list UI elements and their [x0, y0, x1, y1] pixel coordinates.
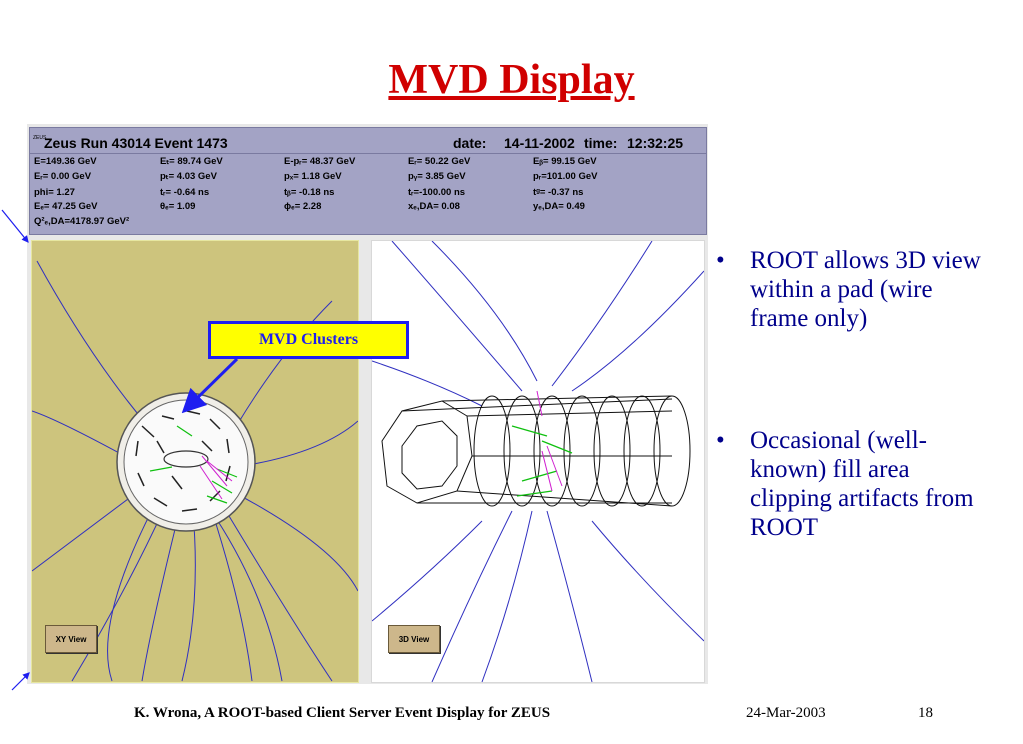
time-value: 12:32:25: [627, 135, 684, 151]
xy-view-drawing: [32, 260, 358, 682]
value-ef: Eᵣ= 50.22 GeV: [408, 156, 471, 167]
edge-arrow-top: [1, 209, 29, 243]
value-ee: Eₑ= 47.25 GeV: [34, 201, 98, 212]
value-phi: phi= 1.27: [34, 187, 75, 198]
xy-view-pad[interactable]: XY View: [31, 240, 359, 683]
value-px: pₓ= 1.18 GeV: [284, 171, 342, 182]
value-x: xₑ,DA= 0.08: [408, 201, 460, 212]
value-pz: pᵣ=101.00 GeV: [533, 171, 598, 182]
header-divider: [30, 153, 706, 154]
bullet-item-1: • ROOT allows 3D view within a pad (wire…: [716, 246, 996, 333]
time-label: time:: [584, 135, 618, 151]
footer-page-number: 18: [918, 705, 933, 721]
threed-view-drawing: [372, 241, 704, 682]
value-tg: tᵍ= -0.37 ns: [533, 187, 584, 198]
value-q2: Q²ₑ,DA=4178.97 GeV²: [34, 216, 130, 227]
value-y: yₑ,DA= 0.49: [533, 201, 585, 212]
value-phie: ϕₑ= 2.28: [284, 201, 322, 212]
value-pt: pₜ= 4.03 GeV: [160, 171, 217, 182]
mvd-clusters-callout: MVD Clusters: [208, 321, 409, 359]
value-et: Eₜ= 89.74 GeV: [160, 156, 223, 167]
event-info-panel: ZEUS Zeus Run 43014 Event 1473 date: 14-…: [29, 127, 707, 235]
value-tr: tᵣ= -0.64 ns: [160, 187, 210, 198]
value-tf: tᵣ=-100.00 ns: [408, 187, 466, 198]
slide-title: MVD Display: [388, 57, 635, 103]
value-eb: Eᵦ= 99.15 GeV: [533, 156, 597, 167]
xy-view-button[interactable]: XY View: [45, 625, 97, 653]
bullet-text-1: ROOT allows 3D view within a pad (wire f…: [750, 247, 981, 332]
footer-date: 24-Mar-2003: [746, 705, 826, 721]
bullet-item-2: • Occasional (well-known) fill area clip…: [716, 426, 996, 542]
threed-view-button[interactable]: 3D View: [388, 625, 440, 653]
footer-author: K. Wrona, A ROOT-based Client Server Eve…: [134, 705, 551, 721]
date-value: 14-11-2002: [504, 135, 575, 151]
value-er: Eᵣ= 0.00 GeV: [34, 171, 92, 182]
bullet-dot-icon: •: [716, 427, 725, 454]
value-tb: tᵦ= -0.18 ns: [284, 187, 335, 198]
value-e-pz: E-pᵣ= 48.37 GeV: [284, 156, 356, 167]
run-event-title: Zeus Run 43014 Event 1473: [44, 135, 228, 151]
bullet-dot-icon: •: [716, 247, 725, 274]
date-label: date:: [453, 135, 487, 151]
value-theta: θₑ= 1.09: [160, 201, 196, 212]
threed-view-pad[interactable]: 3D View: [371, 240, 705, 683]
bullet-text-2: Occasional (well-known) fill area clippi…: [750, 427, 974, 541]
value-py: pᵧ= 3.85 GeV: [408, 171, 466, 182]
zeus-mini-label: ZEUS: [33, 135, 47, 141]
value-e: E=149.36 GeV: [34, 156, 97, 167]
